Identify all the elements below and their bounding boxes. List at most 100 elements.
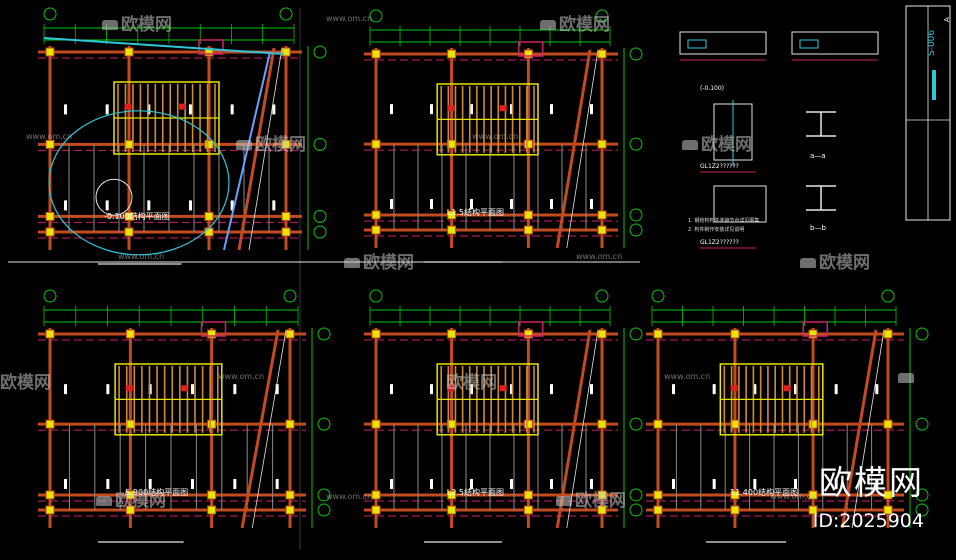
post [191, 478, 194, 489]
title-block-accent [932, 70, 936, 100]
sheet-label: A [943, 17, 951, 22]
column-node [447, 505, 457, 515]
post [550, 384, 553, 395]
curved-feature [48, 110, 230, 256]
watermark-url: www.om.cn [118, 252, 165, 261]
marker [447, 385, 455, 392]
column-node [207, 505, 217, 515]
grid-axis-bubble [369, 289, 383, 303]
grid-axis-bubble [317, 327, 331, 341]
tag-box [200, 321, 227, 337]
slanted-wall [566, 49, 599, 249]
marker [447, 105, 455, 112]
post [106, 384, 110, 395]
post [147, 104, 151, 115]
post [794, 478, 797, 489]
column-node [207, 419, 217, 429]
post [147, 200, 151, 211]
watermark-brand: 欧模网 [446, 373, 497, 393]
post [230, 104, 234, 115]
grid-axis-bubble [313, 225, 327, 239]
column-node [281, 211, 291, 221]
slanted-wall [840, 329, 878, 529]
brand-logo-icon [344, 258, 360, 268]
column-node [597, 419, 607, 429]
post [64, 384, 67, 395]
column-node [447, 225, 457, 235]
column-node [371, 329, 381, 339]
post [794, 384, 797, 395]
sheet-number: S-006 [927, 29, 937, 56]
column-node [597, 49, 607, 59]
post [550, 104, 553, 115]
column-node [281, 139, 291, 149]
column-node [523, 505, 533, 515]
column-node [124, 47, 134, 57]
watermark-brand: 欧模网 [556, 486, 626, 511]
column-node [447, 210, 457, 220]
post [272, 104, 276, 115]
slanted-wall [240, 329, 280, 529]
column-node [125, 329, 135, 339]
column-node [730, 490, 740, 500]
post [753, 384, 757, 395]
post [105, 200, 109, 211]
marker [181, 385, 189, 392]
post [590, 104, 593, 115]
grid-axis-bubble [915, 327, 929, 341]
watermark-url: www.om.cn [326, 14, 373, 23]
column-node [204, 211, 214, 221]
column-node [371, 210, 381, 220]
slanted-wall [566, 329, 599, 529]
post [590, 384, 593, 395]
marker [730, 385, 738, 392]
column-node [204, 139, 214, 149]
plan-elevation-label: L1.5结构平面图 [447, 207, 504, 217]
post [834, 384, 838, 395]
column-node [45, 505, 55, 515]
column-node [45, 490, 55, 500]
grid-axis-bubble [595, 9, 609, 23]
post [712, 478, 716, 489]
brand-logo-icon [540, 20, 556, 30]
grid-axis-bubble [629, 47, 643, 61]
post [275, 478, 279, 489]
post [230, 200, 234, 211]
column-node [653, 419, 663, 429]
post [191, 384, 194, 395]
grid-axis-bubble [43, 7, 57, 21]
grid-axis-bubble [313, 209, 327, 223]
column-node [523, 419, 533, 429]
column-detail [713, 185, 767, 223]
column-node [125, 505, 135, 515]
slanted-wall [248, 47, 283, 251]
grid-axis-bubble [317, 503, 331, 517]
grid-axis-bubble [43, 289, 57, 303]
grid-axis-bubble [629, 488, 643, 502]
post [189, 200, 192, 211]
grid-axis-bubble [629, 417, 643, 431]
brand-logo-icon [898, 373, 914, 383]
grid-axis-bubble [629, 223, 643, 237]
column-node [883, 490, 893, 500]
tag-box [198, 39, 224, 55]
column-node [285, 490, 295, 500]
column-node [45, 419, 55, 429]
post [148, 478, 152, 489]
post [875, 384, 879, 395]
post [590, 198, 593, 209]
column-node [45, 139, 55, 149]
post [672, 384, 675, 395]
post [64, 478, 67, 489]
brand-logo-icon [682, 140, 698, 150]
column-node [653, 490, 663, 500]
column-node [883, 505, 893, 515]
post [712, 384, 716, 395]
beam-section [799, 39, 819, 49]
column-node [285, 329, 295, 339]
column-node [730, 505, 740, 515]
beam-section [791, 31, 879, 55]
tag-box [802, 321, 829, 337]
watermark-url: www.om.cn [576, 252, 623, 261]
